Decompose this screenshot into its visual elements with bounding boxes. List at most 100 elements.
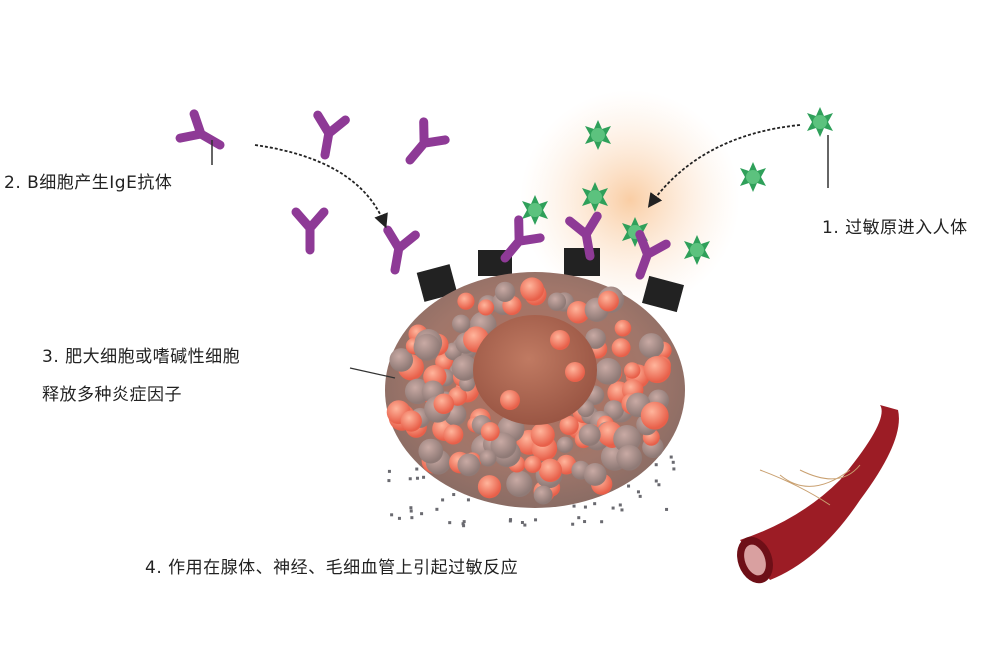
granule xyxy=(389,348,414,372)
mediator-particle xyxy=(636,490,640,494)
released-mediators xyxy=(387,455,676,528)
granule xyxy=(585,328,606,349)
mediator-particle xyxy=(387,469,391,473)
granules xyxy=(386,277,672,505)
granule xyxy=(547,292,567,311)
granule xyxy=(638,333,664,359)
mediator-particle xyxy=(671,460,675,464)
mediator-particle xyxy=(654,479,658,483)
allergen-icon xyxy=(807,107,833,137)
granule xyxy=(538,458,563,483)
label-step2: 2. B细胞产生IgE抗体 xyxy=(4,173,173,193)
mediator-particle xyxy=(577,516,581,520)
granule xyxy=(451,355,478,381)
granule xyxy=(400,410,422,432)
mediator-particle xyxy=(627,484,631,488)
mediator-particle xyxy=(638,494,642,498)
granule xyxy=(578,423,601,446)
mediator-particle xyxy=(611,506,615,510)
mediator-particle xyxy=(600,520,604,524)
mediator-particle xyxy=(665,507,669,511)
granule xyxy=(556,436,574,454)
mediator-particle xyxy=(672,467,676,471)
mediator-particle xyxy=(523,523,527,527)
label-step3-line2: 释放多种炎症因子 xyxy=(42,385,182,405)
antibody-icon xyxy=(311,115,345,157)
mediator-particle xyxy=(461,522,465,526)
mediator-particle xyxy=(657,483,661,487)
granule xyxy=(443,424,464,445)
mediator-particle xyxy=(420,512,424,516)
mediator-particle xyxy=(571,522,575,526)
mediator-particle xyxy=(409,506,413,510)
mediator-particle xyxy=(448,521,452,525)
granule xyxy=(494,281,516,302)
mediator-particle xyxy=(397,516,401,520)
granule xyxy=(418,438,444,464)
mediator-particle xyxy=(593,502,597,506)
mediator-particle xyxy=(583,520,587,524)
antibody-icon xyxy=(180,114,227,157)
granule xyxy=(451,314,471,333)
granule xyxy=(616,444,642,471)
label-step4: 4. 作用在腺体、神经、毛细血管上引起过敏反应 xyxy=(145,558,519,578)
granule xyxy=(559,415,579,436)
granule xyxy=(477,299,495,316)
mediator-particle xyxy=(583,505,587,509)
granule xyxy=(613,424,641,453)
mediator-particle xyxy=(410,516,414,520)
granule xyxy=(598,290,619,312)
label-step3-line1: 3. 肥大细胞或嗜碱性细胞 xyxy=(42,347,241,367)
antibody-icon xyxy=(399,122,445,169)
granule xyxy=(500,390,520,410)
arrow-allergen-to-cell xyxy=(647,124,801,208)
antibody-icon xyxy=(296,212,324,250)
granule xyxy=(457,453,481,477)
granule xyxy=(480,422,500,442)
granule xyxy=(490,432,517,459)
granule xyxy=(530,422,555,447)
granule xyxy=(567,300,590,324)
mediator-particle xyxy=(390,513,394,517)
mediator-particle xyxy=(408,477,412,481)
blood-vessel xyxy=(737,405,899,584)
granule xyxy=(457,292,475,310)
allergen-icon xyxy=(740,162,766,192)
granule xyxy=(565,362,585,382)
granule xyxy=(594,358,622,385)
granule xyxy=(640,401,669,430)
label-step1: 1. 过敏原进入人体 xyxy=(822,218,968,238)
mediator-particle xyxy=(669,455,673,459)
granule xyxy=(477,475,502,499)
granule xyxy=(643,355,671,384)
mediator-particle xyxy=(441,498,445,502)
mediator-particle xyxy=(415,476,419,480)
granule xyxy=(520,277,545,302)
mediator-particle xyxy=(520,521,524,525)
mediator-particle xyxy=(409,509,413,513)
mediator-particle xyxy=(422,475,426,479)
mediator-particle xyxy=(462,524,466,528)
mediator-particle xyxy=(508,519,512,523)
mediator-particle xyxy=(620,508,624,512)
mediator-particle xyxy=(452,493,456,497)
mediator-particle xyxy=(387,479,391,483)
granule xyxy=(533,485,553,505)
granule xyxy=(413,333,441,361)
mediator-particle xyxy=(654,463,658,467)
granule xyxy=(433,393,455,415)
mediator-particle xyxy=(462,520,466,524)
mediator-particle xyxy=(466,498,470,502)
granule xyxy=(583,463,607,486)
granule xyxy=(506,470,533,497)
granule xyxy=(479,449,497,467)
mediator-particle xyxy=(534,518,538,522)
mediator-particle xyxy=(415,467,419,471)
granule xyxy=(524,455,542,473)
antibody-icon xyxy=(381,230,415,272)
granule xyxy=(623,362,641,379)
granule xyxy=(614,319,632,337)
mediator-particle xyxy=(572,504,576,508)
